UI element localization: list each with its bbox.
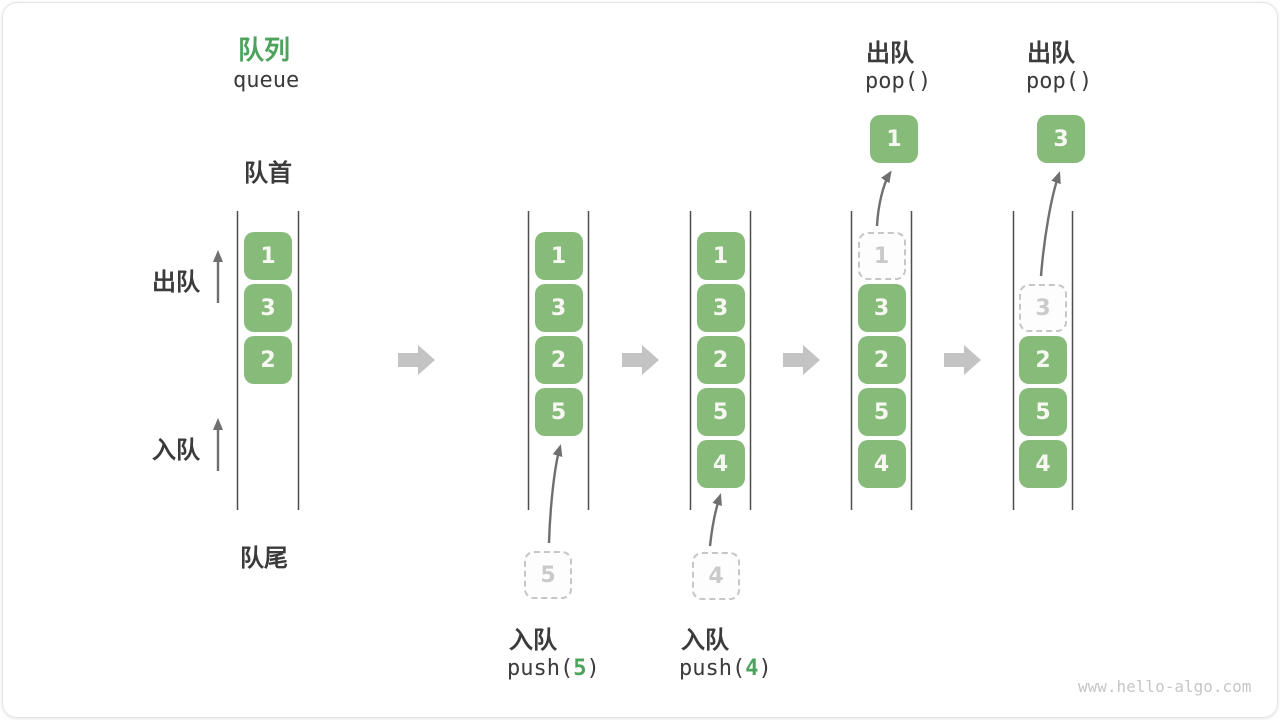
queue-item: 2 xyxy=(696,336,745,384)
op-dequeue-2-label: 出队 xyxy=(1027,40,1075,67)
op-dequeue-2-code: pop() xyxy=(1026,69,1093,94)
flow-arrow xyxy=(622,345,659,375)
page-title: 队列 xyxy=(238,35,291,65)
popped-item: 1 xyxy=(870,115,918,163)
op-enqueue-2-label: 入队 xyxy=(681,627,729,654)
state-transition-arrows xyxy=(398,345,981,375)
queue-item: 4 xyxy=(696,440,745,488)
queue-item: 2 xyxy=(244,336,292,384)
op-enqueue-2-code: push(4) xyxy=(679,656,772,681)
queue-column-walls xyxy=(236,211,1074,510)
queue-item: 3 xyxy=(696,284,745,332)
dequeue-arrow-pop1 xyxy=(875,170,892,227)
op-dequeue-1-label: 出队 xyxy=(866,40,914,67)
queue-item: 5 xyxy=(1019,388,1067,436)
queue-item: 1 xyxy=(244,232,292,280)
op-enqueue-1-label: 入队 xyxy=(509,627,557,654)
queue-item: 2 xyxy=(1019,336,1067,384)
op-dequeue-1-code: pop() xyxy=(865,69,932,94)
queue-item: 5 xyxy=(857,388,906,436)
queue-item: 2 xyxy=(534,336,583,384)
queue-item: 3 xyxy=(534,284,583,332)
queue-item: 5 xyxy=(696,388,745,436)
watermark: www.hello-algo.com xyxy=(1078,677,1252,696)
queue-item: 5 xyxy=(534,388,583,436)
pending-enqueue-item: 4 xyxy=(692,552,740,600)
push-arg: 4 xyxy=(745,656,759,681)
page-subtitle: queue xyxy=(233,68,300,93)
queue-item-ghost: 3 xyxy=(1019,284,1067,332)
enqueue-arrow-push4 xyxy=(708,493,722,547)
enqueue-arrow-push5 xyxy=(547,444,563,544)
flow-arrow xyxy=(398,345,435,375)
op-enqueue-1-code: push(5) xyxy=(507,656,600,681)
label-enqueue-direction: 入队 xyxy=(152,437,200,464)
queue-item: 1 xyxy=(534,232,583,280)
queue-item: 2 xyxy=(857,336,906,384)
queue-item: 1 xyxy=(696,232,745,280)
flow-arrow xyxy=(944,345,981,375)
queue-item: 3 xyxy=(244,284,292,332)
label-dequeue-direction: 出队 xyxy=(152,269,200,296)
flow-arrow xyxy=(783,345,820,375)
queue-item: 4 xyxy=(1019,440,1067,488)
queue-item: 4 xyxy=(857,440,906,488)
label-queue-rear: 队尾 xyxy=(240,545,288,572)
pending-enqueue-item: 5 xyxy=(524,551,572,599)
queue-item-ghost: 1 xyxy=(857,232,906,280)
push-arg: 5 xyxy=(573,656,587,681)
dequeue-arrow-pop3 xyxy=(1039,171,1061,277)
label-queue-front: 队首 xyxy=(244,160,292,187)
queue-item: 3 xyxy=(857,284,906,332)
popped-item: 3 xyxy=(1037,115,1085,163)
